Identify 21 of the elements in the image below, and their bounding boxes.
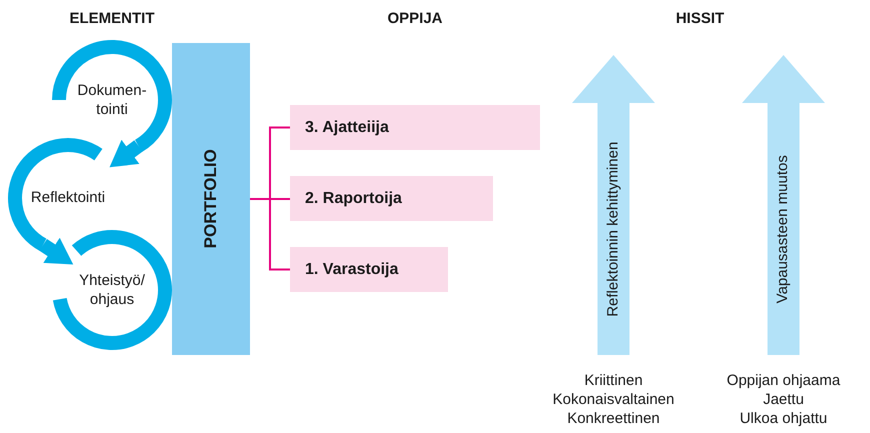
element-label: Dokumen- tointi bbox=[76, 80, 148, 120]
scale-label: Konkreettinen bbox=[567, 410, 660, 428]
connector-line bbox=[250, 198, 290, 270]
cycle-arrow bbox=[39, 238, 74, 265]
element-label: Reflektointi bbox=[30, 188, 106, 208]
arrow-label: Vapausasteen muutos bbox=[773, 154, 792, 304]
portfolio-bar: PORTFOLIO bbox=[172, 43, 250, 355]
scale-label: Kriittinen bbox=[584, 372, 643, 391]
scale-label: Jaettu bbox=[763, 390, 804, 410]
arrow-label: Reflektoinnin kehittyminen bbox=[603, 141, 622, 317]
scale-label: Oppijan ohjaama bbox=[726, 372, 840, 391]
element-label: Yhteistyö/ ohjaus bbox=[78, 270, 146, 310]
scale-label: Ulkoa ohjattu bbox=[740, 410, 828, 428]
scale-label: Kokonaisvaltainen bbox=[552, 390, 674, 410]
learner-level-box: 2. Raportoija bbox=[290, 176, 493, 221]
column-heading: OPPIJA bbox=[387, 9, 443, 29]
column-heading: ELEMENTIT bbox=[70, 9, 154, 29]
learner-level-box: 3. Ajatteiija bbox=[290, 105, 540, 150]
cycle-arrow bbox=[110, 140, 143, 168]
column-heading: HISSIT bbox=[676, 9, 724, 29]
learner-level-box: 1. Varastoija bbox=[290, 247, 448, 292]
